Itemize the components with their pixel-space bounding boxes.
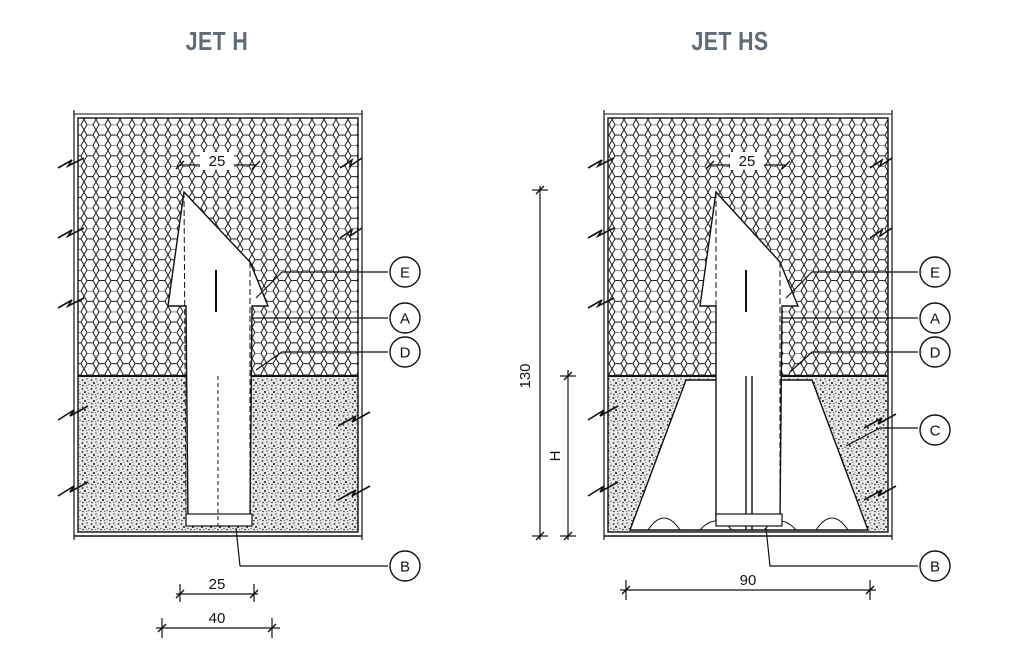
svg-text:E: E <box>400 265 410 282</box>
callout-a-left: A <box>389 302 421 334</box>
callout-c-right: C <box>919 414 951 446</box>
svg-text:C: C <box>930 423 941 440</box>
anchor-jet-h <box>167 190 270 527</box>
dim-top-left: 25 <box>209 153 226 170</box>
callout-b-left: B <box>389 550 421 582</box>
dim-bottom-inner-left: 25 <box>209 576 226 593</box>
dim-base-right: 90 <box>740 572 757 589</box>
svg-text:A: A <box>400 311 410 328</box>
dim-bottom-outer-left: 40 <box>209 610 226 627</box>
dim-height-total: 130 <box>517 363 534 388</box>
title-jet-h: JET H <box>185 26 249 56</box>
dim-height-h: H <box>547 451 564 462</box>
dim-top-right: 25 <box>739 153 756 170</box>
callout-e-left: E <box>389 256 421 288</box>
svg-text:E: E <box>930 265 940 282</box>
callout-b-right: B <box>919 550 951 582</box>
title-jet-hs: JET HS <box>691 26 769 56</box>
callout-a-right: A <box>919 302 951 334</box>
svg-text:B: B <box>930 559 940 576</box>
svg-text:A: A <box>930 311 940 328</box>
svg-text:B: B <box>400 559 410 576</box>
detail-jet-hs: 25 130 H 90 E <box>517 110 951 600</box>
detail-jet-h: 25 25 40 E A D <box>57 110 421 638</box>
callout-e-right: E <box>919 256 951 288</box>
svg-text:D: D <box>930 345 941 362</box>
svg-text:D: D <box>400 345 411 362</box>
callout-d-right: D <box>919 336 951 368</box>
anchor-jet-hs <box>699 190 800 530</box>
callout-d-left: D <box>389 336 421 368</box>
